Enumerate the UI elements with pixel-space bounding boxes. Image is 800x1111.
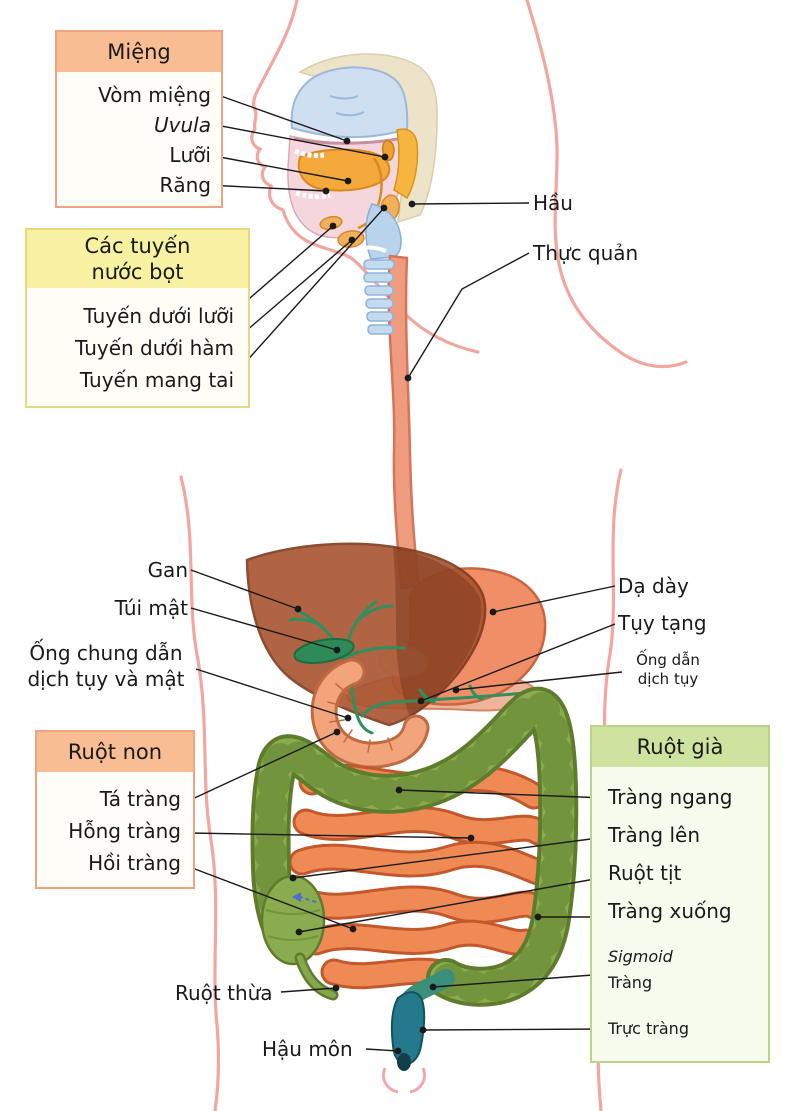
label-appendix: Ruột thừa — [175, 981, 273, 1005]
cecum-band — [265, 909, 321, 915]
label-stomach: Dạ dày — [618, 574, 689, 598]
leader-tongue — [208, 154, 349, 182]
label-common-bile-duct-line2: dịch tụy và mật — [27, 667, 185, 691]
rectum-shape — [390, 991, 426, 1066]
salivary-box-title: Các tuyến nước bọt — [27, 230, 248, 288]
label-pancreas: Tụy tạng — [618, 611, 707, 635]
leader-esophagus — [407, 252, 530, 379]
upper-teeth — [294, 148, 325, 158]
nasal-concha-line — [329, 95, 359, 100]
label-ascending-colon: Tràng lên — [608, 823, 701, 847]
label-cecum: Ruột tịt — [608, 861, 682, 885]
ileocecal-arrow — [299, 896, 317, 903]
label-sigmoid-colon: Sigmoid Tràng — [608, 944, 764, 996]
leader-common-duct — [195, 668, 349, 719]
label-sigmoid-line2: Tràng — [608, 973, 653, 992]
colon-shape — [250, 686, 579, 1007]
leader-uvula — [215, 124, 386, 158]
leader-liver — [190, 569, 299, 610]
salivary-box-title-line2: nước bọt — [91, 260, 184, 284]
liver-shape — [245, 542, 487, 727]
ileocecal-arrowhead — [292, 892, 301, 902]
mouth-anatomy — [287, 53, 438, 260]
pancreatic-duct-line — [360, 690, 535, 718]
leader-ileum — [186, 865, 354, 930]
leader-sigmoid — [432, 973, 607, 988]
nasal-cavity-shape — [290, 66, 409, 139]
oropharynx-shape — [393, 128, 419, 200]
trachea-rings — [363, 259, 395, 335]
label-duodenum: Tá tràng — [99, 787, 181, 811]
label-palate: Vòm miệng — [98, 83, 211, 107]
label-gallbladder: Túi mật — [114, 596, 188, 620]
cecum-band2 — [267, 935, 319, 941]
perianal-line-left — [382, 1067, 399, 1094]
label-sigmoid-line1: Sigmoid — [608, 947, 673, 966]
perianal-line-right — [409, 1067, 426, 1094]
label-teeth: Răng — [159, 173, 211, 197]
leader-pancreatic-duct — [455, 671, 623, 691]
label-pancreatic-duct-line1: Ống dẫn — [636, 651, 700, 669]
large-intestine-box-title: Ruột già — [592, 727, 768, 767]
leader-duodenum — [187, 731, 338, 802]
mouth-box-title: Miệng — [57, 32, 221, 72]
small-intestine-box-title: Ruột non — [37, 732, 193, 772]
leader-submandibular — [231, 239, 353, 344]
label-sublingual-gland: Tuyến dưới lưỡi — [83, 304, 234, 328]
torso-left-outline — [179, 475, 221, 1111]
nasal-concha-line2 — [335, 111, 365, 117]
leader-parotid — [234, 207, 385, 375]
leader-sublingual — [234, 225, 334, 312]
label-rectum: Trực tràng — [608, 1019, 689, 1038]
label-anus: Hậu môn — [262, 1037, 353, 1061]
label-common-bile-duct-line1: Ống chung dẫn — [29, 641, 183, 665]
leader-dots — [289, 137, 542, 1055]
leader-palate — [217, 94, 348, 142]
label-parotid-gland: Tuyến mang tai — [79, 368, 234, 392]
label-pancreatic-duct: Ống dẫn dịch tụy — [625, 651, 711, 689]
label-tongue: Lưỡi — [169, 143, 211, 167]
leader-cecum — [298, 876, 607, 933]
label-ileum: Hồi tràng — [88, 851, 181, 875]
leader-stomach — [492, 585, 616, 613]
leader-transverse-colon — [398, 789, 607, 799]
salivary-glands-label-box: Các tuyến nước bọt Tuyến dưới lưỡi Tuyến… — [25, 228, 250, 408]
label-esophagus: Thực quản — [533, 241, 639, 265]
gallbladder-shape — [293, 637, 355, 665]
leader-teeth — [207, 184, 327, 192]
lower-teeth — [295, 190, 331, 200]
large-intestine-label-box: Ruột già Tràng ngang Tràng lên Ruột tịt … — [590, 725, 770, 1063]
hyoid-line — [351, 245, 387, 253]
duodenum-shape — [310, 658, 430, 769]
head-back-outline — [525, 0, 688, 369]
label-common-bile-duct: Ống chung dẫn dịch tụy và mật — [18, 640, 194, 692]
mouth-label-box: Miệng Vòm miệng Uvula Lưỡi Răng — [55, 30, 223, 208]
appendix-shape — [294, 952, 339, 1001]
label-submandibular-gland: Tuyến dưới hàm — [75, 336, 234, 360]
leader-appendix — [280, 987, 337, 993]
leader-jejunum — [189, 832, 472, 839]
anus-shape — [397, 1053, 411, 1071]
cecum-shape — [260, 874, 326, 966]
leader-anus — [365, 1048, 399, 1052]
salivary-box-title-line1: Các tuyến — [84, 234, 191, 258]
small-intestine-label-box: Ruột non Tá tràng Hỗng tràng Hồi tràng — [35, 730, 195, 889]
label-jejunum: Hỗng tràng — [68, 819, 181, 843]
label-uvula: Uvula — [154, 113, 211, 137]
label-pancreatic-duct-line2: dịch tụy — [637, 670, 699, 688]
leader-lines — [186, 94, 623, 1052]
label-transverse-colon: Tràng ngang — [608, 785, 733, 809]
label-descending-colon: Tràng xuống — [608, 899, 732, 923]
leader-rectum — [422, 1028, 607, 1031]
liver-right-lobe-shade — [393, 547, 482, 717]
leader-ascending-colon — [292, 836, 607, 879]
leader-pharynx — [411, 202, 530, 205]
label-pharynx: Hầu — [533, 191, 573, 215]
label-liver: Gan — [147, 558, 188, 582]
leader-gallbladder — [190, 607, 338, 651]
